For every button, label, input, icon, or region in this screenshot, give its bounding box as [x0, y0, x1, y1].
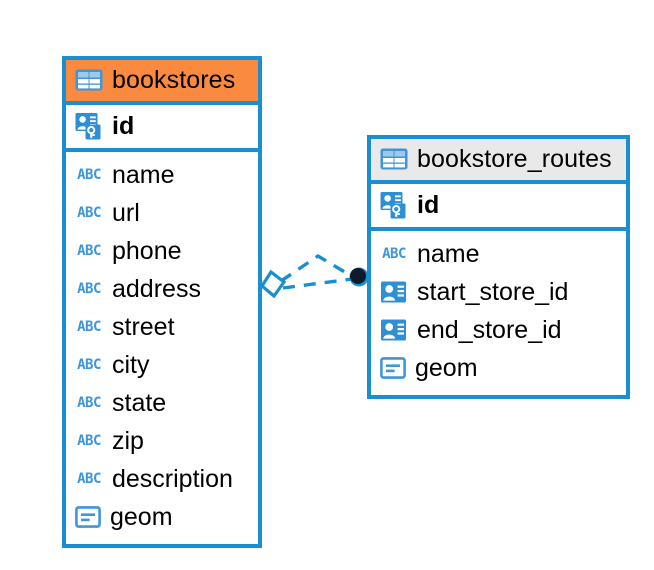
primary-key-row[interactable]: id — [66, 105, 258, 152]
primary-key-label: id — [112, 112, 135, 140]
field-row[interactable]: ABC name — [75, 156, 249, 194]
relationship-link-lower — [282, 277, 353, 290]
field-label: name — [417, 240, 480, 268]
field-row[interactable]: ABC description — [75, 460, 249, 498]
field-row[interactable]: geom — [380, 349, 617, 387]
field-row[interactable]: start_store_id — [380, 273, 617, 311]
field-label: description — [112, 465, 233, 493]
diamond-marker — [259, 269, 287, 299]
entity-bookstores[interactable]: bookstores id — [62, 56, 262, 548]
field-label: geom — [415, 354, 478, 382]
field-label: start_store_id — [417, 278, 569, 306]
abc-text-icon: ABC — [77, 357, 101, 373]
field-label: address — [112, 275, 201, 303]
foreign-key-icon — [380, 318, 408, 342]
abc-text-icon: ABC — [77, 395, 101, 411]
filled-circle-marker — [349, 267, 369, 287]
primary-key-icon — [75, 112, 103, 140]
table-icon — [380, 148, 408, 170]
abc-text-icon: ABC — [77, 471, 101, 487]
primary-key-label: id — [417, 191, 440, 219]
field-list-bookstores: ABC name ABC url ABC phone ABC — [66, 152, 258, 542]
field-row[interactable]: ABC name — [380, 235, 617, 273]
abc-text-icon: ABC — [382, 246, 406, 262]
table-icon — [75, 69, 103, 91]
primary-key-row[interactable]: id — [371, 184, 626, 231]
field-row[interactable]: ABC street — [75, 308, 249, 346]
abc-text-icon: ABC — [77, 433, 101, 449]
field-row[interactable]: ABC phone — [75, 232, 249, 270]
abc-text-icon: ABC — [77, 281, 101, 297]
field-label: city — [112, 351, 150, 379]
field-row[interactable]: ABC url — [75, 194, 249, 232]
entity-bookstore-routes[interactable]: bookstore_routes id — [367, 135, 630, 399]
field-row[interactable]: end_store_id — [380, 311, 617, 349]
field-label: phone — [112, 237, 182, 265]
field-label: url — [112, 199, 140, 227]
entity-header-bookstore-routes[interactable]: bookstore_routes — [371, 139, 626, 184]
entity-title: bookstores — [112, 66, 236, 94]
field-row[interactable]: ABC zip — [75, 422, 249, 460]
field-row[interactable]: ABC address — [75, 270, 249, 308]
field-label: state — [112, 389, 167, 417]
field-label: street — [112, 313, 175, 341]
field-row[interactable]: geom — [75, 498, 249, 536]
relationship-link-upper — [280, 253, 354, 283]
field-label: geom — [110, 503, 173, 531]
foreign-key-icon — [380, 280, 408, 304]
field-row[interactable]: ABC city — [75, 346, 249, 384]
field-list-bookstore-routes: ABC name start_store_id — [371, 231, 626, 393]
abc-text-icon: ABC — [77, 243, 101, 259]
field-label: name — [112, 161, 175, 189]
entity-title: bookstore_routes — [417, 145, 612, 173]
geometry-icon — [75, 506, 101, 528]
abc-text-icon: ABC — [77, 167, 101, 183]
abc-text-icon: ABC — [77, 319, 101, 335]
geometry-icon — [380, 357, 406, 379]
field-row[interactable]: ABC state — [75, 384, 249, 422]
abc-text-icon: ABC — [77, 205, 101, 221]
entity-header-bookstores[interactable]: bookstores — [66, 60, 258, 105]
primary-key-icon — [380, 191, 408, 219]
field-label: zip — [112, 427, 144, 455]
field-label: end_store_id — [417, 316, 562, 344]
